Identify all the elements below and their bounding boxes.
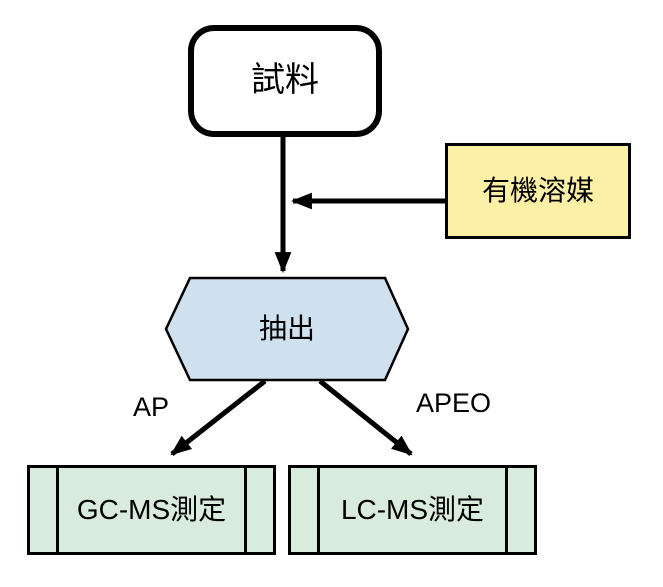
solvent-node: 有機溶媒 [445, 143, 631, 239]
lcms-node-label: LC-MS測定 [340, 493, 485, 525]
extraction-node: 抽出 [166, 278, 408, 380]
lcms-left-strip-line [317, 468, 320, 552]
apeo-edge-label: APEO [416, 388, 492, 418]
gcms-right-strip-line [244, 468, 247, 552]
sample-node-label: 試料 [251, 61, 319, 100]
gcms-node: GC-MS測定 [27, 465, 276, 555]
extraction-to-lcms-arrow [318, 379, 413, 456]
lcms-right-strip-line [505, 468, 508, 552]
ap-edge-label: AP [133, 392, 170, 422]
extraction-hexagon [164, 276, 410, 382]
gcms-node-label: GC-MS測定 [76, 493, 227, 525]
sample-node: 試料 [188, 25, 382, 137]
solvent-node-label: 有機溶媒 [481, 174, 594, 206]
extraction-to-gcms-arrow [170, 379, 267, 456]
extraction-node-label: 抽出 [258, 312, 315, 344]
lcms-node: LC-MS測定 [288, 465, 537, 555]
gcms-left-strip-line [56, 468, 59, 552]
